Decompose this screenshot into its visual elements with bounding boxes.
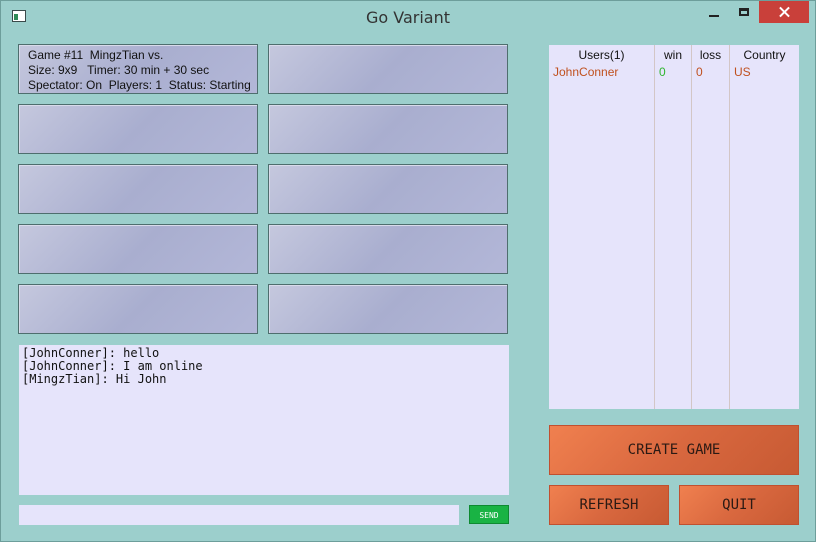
game-slot-2[interactable] <box>268 44 508 94</box>
close-icon[interactable] <box>759 1 809 23</box>
maximize-icon[interactable] <box>729 1 759 23</box>
game-slot-4[interactable] <box>268 104 508 154</box>
game-slot-3[interactable] <box>18 104 258 154</box>
game-slot-5[interactable] <box>18 164 258 214</box>
refresh-button[interactable]: REFRESH <box>549 485 669 525</box>
game-slot-1[interactable]: Game #11 MingzTian vs. Size: 9x9 Timer: … <box>18 44 258 94</box>
game-slot-9[interactable] <box>18 284 258 334</box>
loss-column: loss 0 <box>692 45 730 409</box>
game-slot-7[interactable] <box>18 224 258 274</box>
chat-message: [JohnConner]: I am online <box>22 359 203 373</box>
quit-button[interactable]: QUIT <box>679 485 799 525</box>
create-game-button[interactable]: CREATE GAME <box>549 425 799 475</box>
win-header: win <box>663 48 682 62</box>
country-header: Country <box>743 48 786 62</box>
game-title: Game #11 MingzTian vs. <box>28 48 164 62</box>
chat-message: [MingzTian]: Hi John <box>22 372 167 386</box>
game-status: Spectator: On Players: 1 Status: Startin… <box>28 78 251 92</box>
title-bar: Go Variant <box>1 1 815 34</box>
user-country: US <box>734 65 751 79</box>
users-header: Users(1) <box>578 48 625 62</box>
win-column: win 0 <box>655 45 692 409</box>
app-icon <box>12 10 26 22</box>
game-info: Game #11 MingzTian vs. Size: 9x9 Timer: … <box>28 48 251 93</box>
user-win: 0 <box>659 65 666 79</box>
user-loss: 0 <box>696 65 703 79</box>
country-column: Country US <box>730 45 799 409</box>
chat-message: [JohnConner]: hello <box>22 346 160 360</box>
chat-log[interactable]: [JohnConner]: hello [JohnConner]: I am o… <box>19 345 509 495</box>
window-title: Go Variant <box>365 8 451 27</box>
loss-header: loss <box>699 48 722 62</box>
user-name[interactable]: JohnConner <box>553 65 619 79</box>
game-slot-6[interactable] <box>268 164 508 214</box>
minimize-icon[interactable] <box>699 1 729 23</box>
users-table[interactable]: Users(1) JohnConner win 0 loss 0 Country… <box>549 45 799 409</box>
game-slot-8[interactable] <box>268 224 508 274</box>
users-column: Users(1) JohnConner <box>549 45 655 409</box>
game-slot-10[interactable] <box>268 284 508 334</box>
game-settings: Size: 9x9 Timer: 30 min + 30 sec <box>28 63 210 77</box>
chat-input[interactable] <box>19 505 459 525</box>
send-button[interactable]: SEND <box>469 505 509 524</box>
